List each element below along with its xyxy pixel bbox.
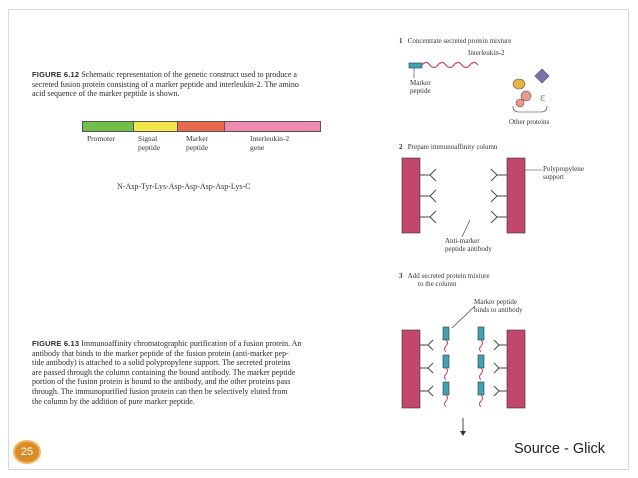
step-2-heading: 2 Prepare immunoaffinity column	[399, 143, 498, 151]
column-right-loaded	[506, 329, 526, 409]
interleukin-chain-icon	[421, 61, 479, 69]
slide-number-badge: 25	[13, 440, 41, 464]
figure-613-line-7: the column by the addition of pure marke…	[32, 396, 195, 406]
other-protein-icon	[515, 98, 525, 108]
column-right	[506, 157, 526, 234]
figure-613-line-5: portion of the fusion protein is bound t…	[32, 377, 291, 387]
interleukin-label: Interleukin-2	[468, 49, 505, 57]
other-protein-icon	[520, 90, 532, 102]
figure-612-caption: FIGURE 6.12 Schematic representation of …	[32, 70, 372, 99]
column-left-loaded	[401, 329, 421, 409]
other-protein-icon	[512, 78, 526, 90]
segment-label-promoter: Promoter	[87, 134, 115, 143]
other-protein-icon: ε	[540, 89, 546, 104]
figure-613-label: FIGURE 6.13	[32, 339, 80, 348]
bound-marker-tags	[442, 326, 485, 396]
figure-612-line-3: acid sequence of the marker peptide is s…	[32, 89, 180, 99]
figure-613-line-4: are passed through the column containing…	[32, 367, 296, 377]
antibody-icons	[420, 168, 507, 224]
figure-613-line-6: through. The immunopurified fusion prote…	[32, 386, 288, 396]
marker-tag-icon	[408, 62, 423, 69]
slide-frame	[8, 9, 629, 470]
figure-612-label: FIGURE 6.12	[32, 70, 80, 79]
figure-613-caption: FIGURE 6.13 Immunoaffinity chromatograph…	[32, 339, 377, 406]
figure-612-line-1: Schematic representation of the genetic …	[81, 70, 297, 79]
amino-acid-sequence: N-Asp-Tyr-Lys-Asp-Asp-Asp-Asp-Lys-C	[117, 182, 251, 191]
other-protein-icon	[534, 68, 550, 84]
source-credit: Source - Glick	[514, 441, 606, 457]
other-proteins-label: Other proteins	[509, 118, 550, 126]
figure-613-line-1: Immunoaffinity chromatographic purificat…	[81, 339, 302, 348]
segment-interleukin-2-gene	[224, 121, 321, 132]
step-1-heading: 1 Concentrate secreted protein mixture	[399, 37, 512, 45]
column-left	[401, 157, 421, 234]
figure-613-line-3: tide antibody) is attached to a solid po…	[32, 358, 291, 368]
figure-613-line-2: antibody that binds to the marker peptid…	[32, 348, 289, 358]
figure-612-line-2: secreted fusion protein consisting of a …	[32, 79, 299, 89]
